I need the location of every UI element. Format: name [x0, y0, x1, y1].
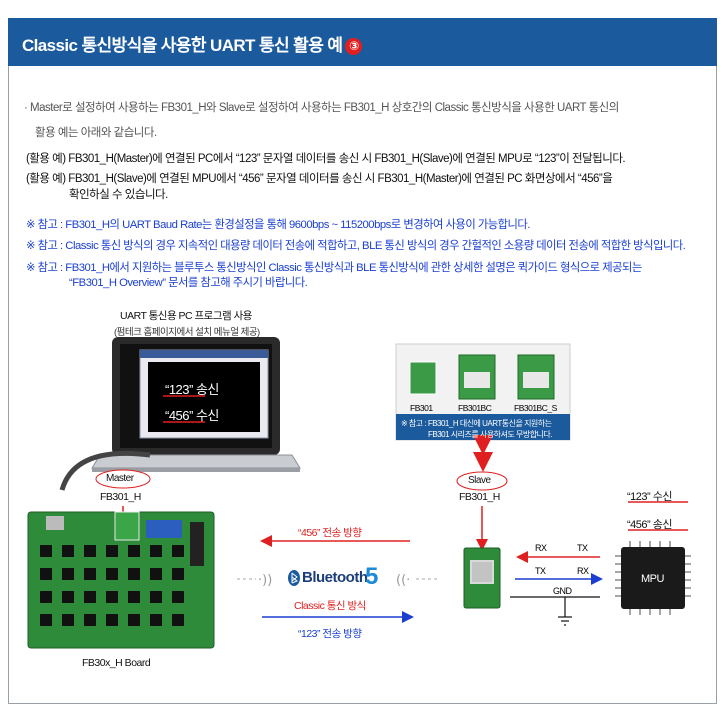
bluetooth-version: 5 — [365, 563, 378, 590]
pin-gnd: GND — [553, 586, 572, 596]
slave-module — [463, 547, 501, 609]
slave-name: FB301_H — [459, 491, 500, 503]
module-note-2: FB301 시리즈를 사용하셔도 무방합니다. — [428, 430, 553, 439]
right-wave-icon: ((· — [396, 573, 410, 588]
master-tag: Master — [106, 473, 134, 484]
module-note-1: ※ 참고 : FB301_H 대신에 UART통신을 지원하는 — [401, 419, 552, 428]
example-2-line-2: 확인하실 수 있습니다. — [69, 189, 168, 201]
note-2: ※ 참고 : Classic 통신 방식의 경우 지속적인 대용량 데이터 전송… — [26, 240, 686, 252]
pc-caption-1: UART 통신용 PC 프로그램 사용 — [120, 310, 252, 322]
module-label-fb301bc-s: FB301BC_S — [514, 403, 557, 413]
master-name: FB301_H — [100, 491, 141, 503]
intro-line-2: 활용 예는 아래와 같습니다. — [35, 127, 157, 139]
module-label-fb301bc: FB301BC — [458, 403, 492, 413]
bluetooth-word: Bluetooth — [302, 569, 368, 586]
mode-label: Classic 통신 방식 — [294, 600, 366, 612]
module-fb301 — [409, 361, 437, 395]
mpu-chip — [615, 541, 691, 615]
screen-receive-text: “456” 수신 — [165, 408, 219, 423]
mpu-sent-label: “456” 송신 — [627, 519, 672, 531]
pc-caption-2: (펌테크 홈페이지에서 설치 메뉴얼 제공) — [114, 327, 260, 338]
slave-tag-oval — [456, 471, 508, 491]
slave-tag: Slave — [468, 475, 491, 486]
intro-line-1: · Master로 설정하여 사용하는 FB301_H와 Slave로 설정하여… — [24, 102, 619, 114]
module-label-fb301: FB301 — [410, 403, 433, 413]
note-3-line-1: ※ 참고 : FB301_H에서 지원하는 블루투스 통신방식인 Classic… — [26, 262, 642, 274]
step-number-badge: ③ — [345, 38, 363, 55]
pin-tx-right: TX — [577, 543, 588, 553]
example-1: (활용 예) FB301_H(Master)에 연결된 PC에서 “123” 문… — [26, 153, 626, 165]
left-wave-icon: ·)) — [258, 573, 272, 588]
rx-direction-label: “456” 전송 방향 — [298, 527, 362, 539]
mpu-received-label: “123” 수신 — [627, 491, 672, 503]
pin-rx-right: RX — [577, 566, 589, 576]
pin-tx-left: TX — [535, 566, 546, 576]
master-tag-oval — [95, 469, 151, 489]
board-label: FB30x_H Board — [82, 657, 151, 669]
note-1: ※ 참고 : FB301_H의 UART Baud Rate는 환경설정을 통해… — [26, 219, 530, 231]
example-2-line-1: (활용 예) FB301_H(Slave)에 연결된 MPU에서 “456” 문… — [26, 173, 613, 185]
master-board — [27, 511, 215, 649]
note-3-line-2: “FB301_H Overview” 문서를 참고해 주시기 바랍니다. — [69, 277, 308, 289]
mpu-label: MPU — [641, 573, 664, 585]
screen-send-text: “123” 송신 — [165, 382, 219, 397]
usb-cable — [59, 450, 151, 491]
tx-direction-label: “123” 전송 방향 — [298, 628, 362, 640]
pin-rx-left: RX — [535, 543, 547, 553]
